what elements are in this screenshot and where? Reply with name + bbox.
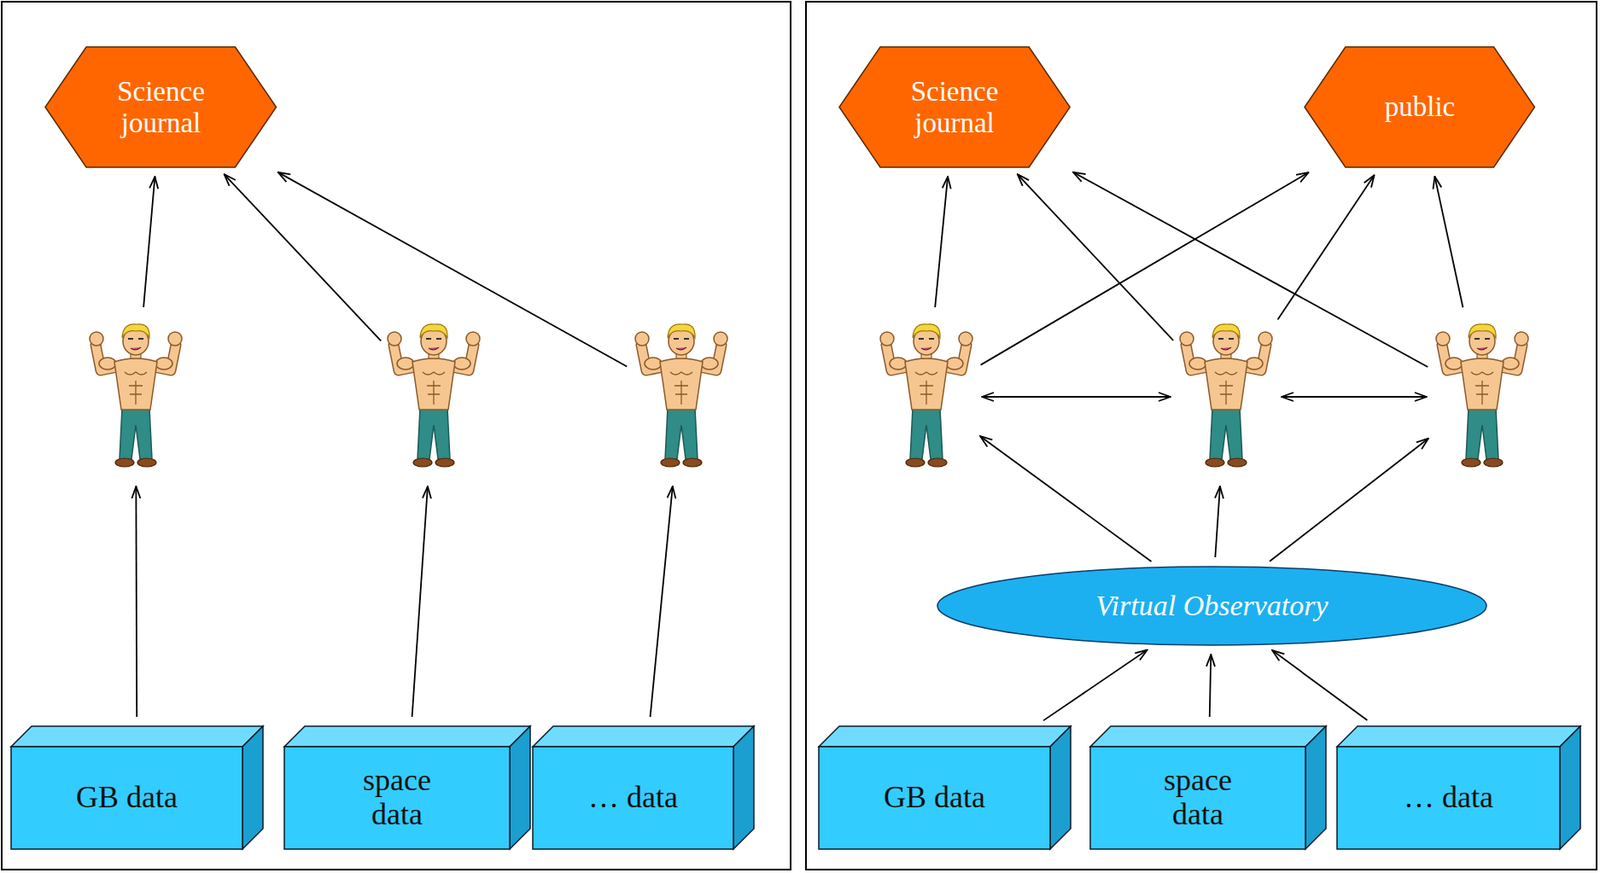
scientist-figure-outline <box>88 315 183 479</box>
data-archive-box: GB data <box>10 746 244 851</box>
data-archive-box: … data <box>1336 746 1561 851</box>
flow-arrow <box>1043 650 1148 722</box>
right-panel <box>805 1 1597 871</box>
flow-arrow <box>650 486 673 718</box>
scientist-figure-outline <box>634 315 729 479</box>
data-archive-box: space data <box>283 746 511 851</box>
data-label: … data <box>1403 781 1494 816</box>
flow-arrow <box>1434 176 1463 308</box>
audience-hexagon: Science journal <box>838 46 1071 169</box>
data-label: space data <box>1150 764 1245 832</box>
data-label: GB data <box>883 781 986 816</box>
data-archive-box: GB data <box>817 746 1052 851</box>
audience-hexagon: Science journal <box>44 46 278 169</box>
scientist-figure <box>88 315 183 479</box>
flow-arrow <box>224 174 382 341</box>
flow-arrow <box>134 486 138 718</box>
flow-arrow <box>1209 654 1212 718</box>
flow-arrow <box>143 176 155 308</box>
data-archive-box: … data <box>531 746 735 851</box>
scientist-figure-outline <box>1179 315 1273 479</box>
scientist-figure <box>879 315 974 479</box>
data-label: GB data <box>75 781 178 816</box>
data-label: … data <box>588 781 678 816</box>
data-label: space data <box>350 764 444 832</box>
audience-label: Science journal <box>87 75 234 139</box>
flow-arrow <box>1073 172 1428 368</box>
scientist-figure-outline <box>879 315 974 479</box>
flow-arrow <box>1269 438 1429 562</box>
flow-arrow <box>980 436 1151 562</box>
virtual-observatory-ellipse: Virtual Observatory <box>936 566 1488 647</box>
flow-arrow <box>1017 174 1174 341</box>
audience-hexagon: public <box>1303 46 1536 169</box>
scientist-figure <box>1435 315 1530 479</box>
flow-arrow <box>1214 486 1221 558</box>
audience-label: Science journal <box>881 75 1028 139</box>
audience-label: public <box>1347 91 1493 123</box>
scientist-figure-outline <box>1435 315 1530 479</box>
scientist-figure-outline <box>386 315 481 479</box>
scientist-figure <box>634 315 729 479</box>
flow-arrow <box>1278 175 1375 320</box>
exchange-arrow <box>981 396 1171 398</box>
flow-arrow <box>1272 650 1367 721</box>
observatory-label: Virtual Observatory <box>1095 589 1328 622</box>
scientist-figure <box>1179 315 1273 479</box>
flow-arrow <box>934 176 948 308</box>
data-archive-box: space data <box>1089 746 1307 851</box>
flow-arrow <box>412 486 428 718</box>
left-panel <box>1 1 791 871</box>
scientist-figure <box>386 315 481 479</box>
flow-arrow <box>278 172 628 368</box>
exchange-arrow <box>1281 396 1427 398</box>
